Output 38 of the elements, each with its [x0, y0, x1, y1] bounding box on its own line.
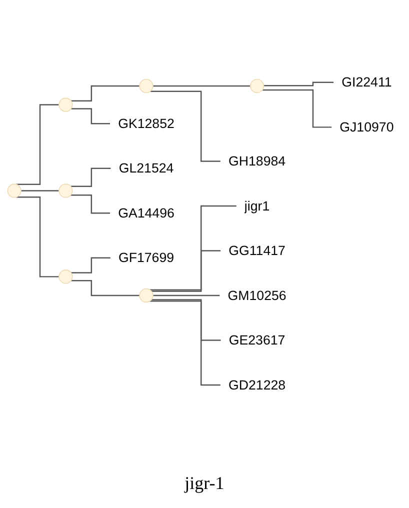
node-text: GH18984: [228, 152, 286, 168]
node-text: GK12852: [118, 115, 174, 131]
node-circle: [139, 288, 154, 302]
node-text: GF17699: [118, 250, 174, 265]
connector: [150, 90, 222, 162]
connector: [262, 89, 333, 128]
connector: [151, 298, 222, 341]
node-circle: [58, 183, 73, 198]
connector: [16, 104, 60, 185]
connector: [151, 250, 222, 292]
node-text: GD21228: [228, 376, 286, 392]
connector: [20, 190, 60, 192]
node-circle: [250, 78, 264, 93]
connector: [150, 300, 222, 386]
caption: jigr-1: [184, 472, 224, 495]
node-text: GG11417: [228, 242, 286, 258]
node-text: jigr1: [244, 198, 270, 213]
node-circle: [139, 78, 154, 93]
connector: [70, 194, 112, 214]
node-text: GM10256: [228, 287, 286, 302]
node-text: GL21524: [118, 160, 174, 176]
node-text: GA14496: [118, 204, 174, 220]
connector: [71, 280, 140, 296]
connector: [70, 168, 112, 187]
node-circle: [58, 97, 73, 112]
connector: [71, 85, 140, 102]
connector: [152, 85, 251, 86]
connector: [71, 257, 112, 274]
connector: [150, 205, 238, 290]
node-text: GJ10970: [340, 118, 394, 134]
node-circle: [58, 269, 73, 284]
connector: [264, 82, 335, 86]
connector: [152, 294, 221, 296]
connector: [16, 196, 60, 278]
node-text: GE23617: [228, 332, 286, 348]
connector: [71, 108, 112, 124]
node-text: GI22411: [342, 74, 392, 90]
node-circle: [7, 183, 22, 198]
